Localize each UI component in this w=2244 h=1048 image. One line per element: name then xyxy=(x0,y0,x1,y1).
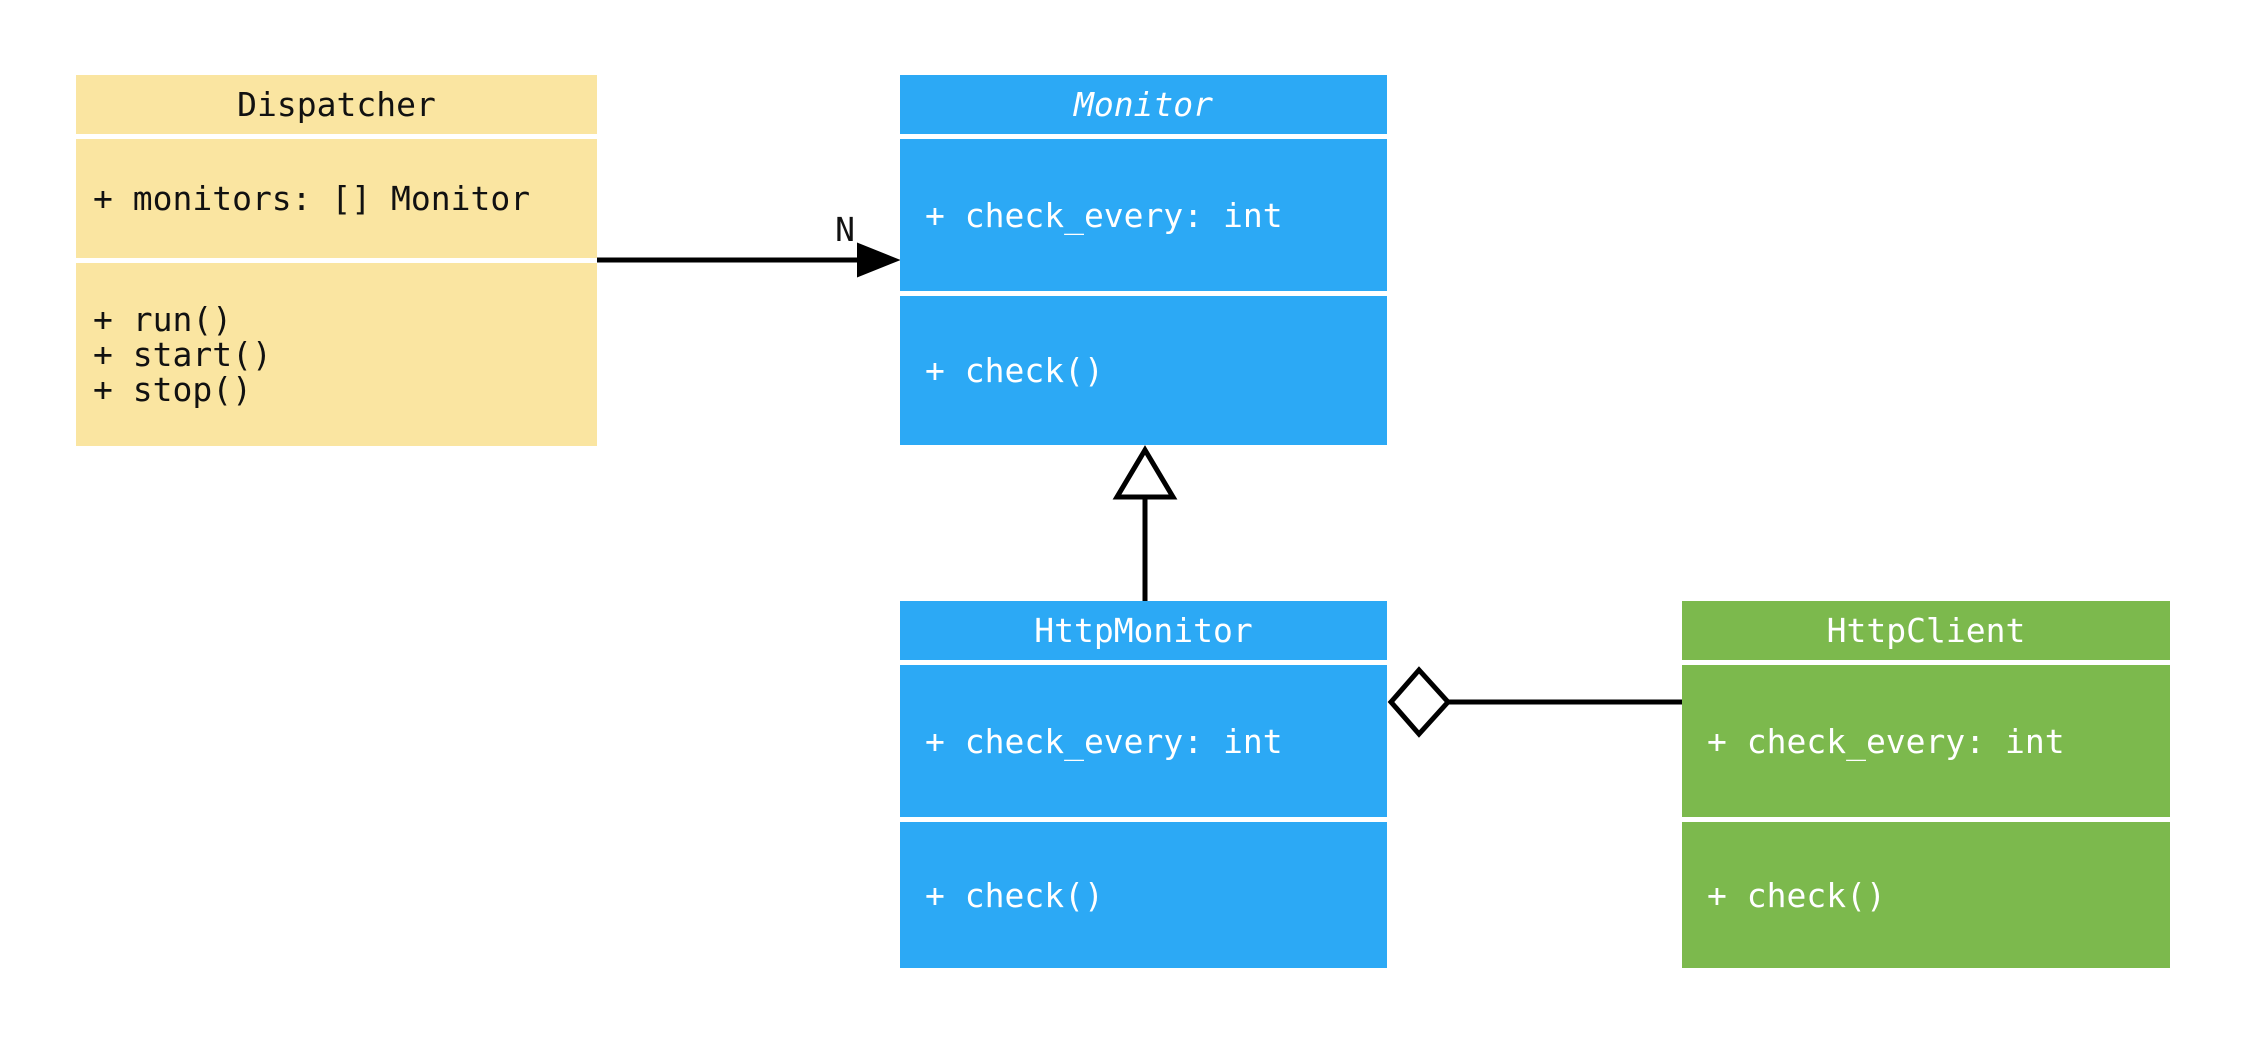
class-attributes-section: + check_every: int xyxy=(1682,660,2170,817)
class-box-httpclient: HttpClient + check_every: int + check() xyxy=(1682,601,2170,968)
association-multiplicity-label: N xyxy=(835,210,855,249)
method-line: + stop() xyxy=(93,370,252,409)
class-title: Dispatcher xyxy=(237,85,436,124)
method-line: + check() xyxy=(925,875,1104,915)
class-methods-section: + run() + start() + stop() xyxy=(76,258,597,446)
filled-arrowhead-icon xyxy=(857,242,901,278)
attribute-line: + monitors: [] Monitor xyxy=(93,179,531,218)
class-title: HttpMonitor xyxy=(1034,611,1253,650)
hollow-triangle-icon xyxy=(1112,445,1178,500)
class-methods-section: + check() xyxy=(1682,817,2170,968)
attribute-line: + check_every: int xyxy=(925,721,1283,761)
aggregation-edge-httpmonitor-to-httpclient xyxy=(1387,666,1682,738)
class-attributes-section: + monitors: [] Monitor xyxy=(76,134,597,258)
class-attributes-section: + check_every: int xyxy=(900,134,1387,291)
class-title: Monitor xyxy=(1073,85,1214,124)
method-line: + check() xyxy=(925,351,1104,390)
attribute-line: + check_every: int xyxy=(925,195,1283,235)
hollow-diamond-icon xyxy=(1387,666,1452,738)
method-line: + check() xyxy=(1707,875,1886,915)
class-box-monitor: Monitor + check_every: int + check() xyxy=(900,75,1387,445)
class-box-dispatcher: Dispatcher + monitors: [] Monitor + run(… xyxy=(76,75,597,446)
method-line: + start() xyxy=(93,335,272,374)
class-title: HttpClient xyxy=(1826,611,2026,650)
class-attributes-section: + check_every: int xyxy=(900,660,1387,817)
association-edge-dispatcher-to-monitor xyxy=(597,242,901,278)
inheritance-edge-httpmonitor-to-monitor xyxy=(1112,445,1178,601)
class-methods-section: + check() xyxy=(900,291,1387,445)
class-methods-section: + check() xyxy=(900,817,1387,968)
attribute-line: + check_every: int xyxy=(1707,721,2065,761)
method-line: + run() xyxy=(93,300,233,339)
class-box-httpmonitor: HttpMonitor + check_every: int + check() xyxy=(900,601,1387,968)
